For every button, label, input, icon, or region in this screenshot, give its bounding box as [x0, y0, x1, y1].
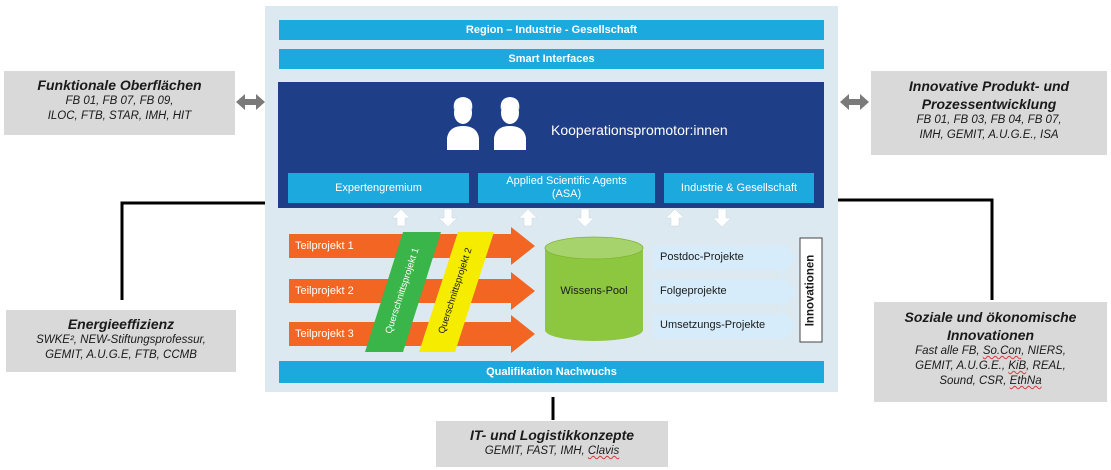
connector-left — [120, 201, 265, 300]
teilprojekt-arrow-3 — [289, 315, 535, 353]
up-arrow-icon — [391, 208, 411, 227]
smart-interfaces-bar: Smart Interfaces — [279, 49, 824, 69]
querschnitt-band-1 — [365, 232, 441, 352]
funktionale-oberflaechen-box: Funktionale Oberflächen FB 01, FB 07, FB… — [4, 71, 235, 135]
box-line: Sound, CSR, EthNa — [874, 374, 1107, 389]
box-line: SWKE², NEW-Stiftungsprofessur, — [36, 334, 206, 346]
text-segment: , REAL, — [1026, 360, 1066, 372]
expert-box: Expertengremium — [288, 173, 469, 203]
smart-interfaces-label: Smart Interfaces — [508, 53, 595, 65]
industry-box: Industrie & Gesellschaft — [664, 173, 814, 203]
box-line: GEMIT, A.U.G.E, FTB, CCMB — [45, 349, 197, 361]
expert-box-label: Expertengremium — [335, 181, 422, 194]
output-label-2: Folgeprojekte — [660, 285, 727, 297]
innovationen-box — [799, 237, 823, 343]
output-arrow-1 — [653, 241, 796, 275]
box-title: Soziale und ökonomische — [904, 309, 1077, 325]
connector-right — [838, 198, 994, 300]
double-arrow-icon — [236, 94, 265, 110]
innovationen-label: Innovationen — [804, 254, 817, 327]
industry-box-label: Industrie & Gesellschaft — [680, 181, 798, 194]
box-title: Innovative Produkt- und — [908, 78, 1070, 94]
box-line: FB 01, FB 03, FB 04, FB 07, — [916, 114, 1062, 126]
box-line: IMH, GEMIT, A.U.G.E., ISA — [919, 129, 1059, 141]
soziale-innovationen-box: Soziale und ökonomische Innovationen Fas… — [874, 302, 1107, 402]
connector-lines — [120, 198, 994, 420]
box-line: GEMIT, A.U.G.E., KiB, REAL, — [874, 359, 1107, 374]
text-segment: Clavis — [587, 445, 620, 457]
asa-box: Applied Scientific Agents (ASA) — [478, 173, 655, 203]
output-arrow-2 — [653, 275, 796, 309]
text-segment: Sound, CSR, — [939, 375, 1010, 387]
box-title: Innovationen — [946, 327, 1035, 343]
text-segment: , NIERS, — [1021, 345, 1066, 357]
box-title: Funktionale Oberflächen — [37, 77, 202, 93]
teilprojekt-label-1: Teilprojekt 1 — [295, 240, 354, 252]
box-title: IT- und Logistikkonzepte — [469, 427, 635, 443]
box-line: Fast alle FB, So.Con, NIERS, — [874, 344, 1107, 359]
wissens-pool-label: Wissens-Pool — [560, 285, 628, 297]
box-line: GEMIT, FAST, IMH, Clavis — [436, 444, 668, 459]
it-logistik-box: IT- und Logistikkonzepte GEMIT, FAST, IM… — [436, 421, 668, 467]
box-line: ILOC, FTB, STAR, IMH, HIT — [47, 110, 192, 122]
querschnitt-band-2 — [419, 232, 494, 352]
output-label-3: Umsetzungs-Projekte — [660, 319, 766, 331]
qualifikation-label: Qualifikation Nachwuchs — [486, 366, 617, 378]
region-bar-label: Region – Industrie - Gesellschaft — [465, 24, 638, 36]
teilprojekt-label-3: Teilprojekt 3 — [295, 328, 354, 340]
output-arrow-3 — [653, 309, 796, 343]
down-arrow-icon — [575, 208, 595, 228]
region-bar: Region – Industrie - Gesellschaft — [279, 20, 824, 40]
up-arrow-icon — [518, 208, 538, 227]
energieeffizienz-box: Energieeffizienz SWKE², NEW-Stiftungspro… — [6, 310, 236, 372]
box-title: Energieeffizienz — [67, 316, 175, 332]
teilprojekt-label-2: Teilprojekt 2 — [295, 285, 354, 297]
text-segment: KiB — [1008, 360, 1027, 372]
output-label-1: Postdoc-Projekte — [660, 251, 744, 263]
wissens-pool-cylinder — [544, 236, 644, 341]
text-segment: EthNa — [1009, 375, 1042, 387]
asa-box-label: Applied Scientific Agents (ASA) — [506, 175, 627, 200]
down-arrow-icon — [712, 208, 732, 228]
down-arrow-icon — [438, 208, 458, 228]
text-segment: GEMIT, FAST, IMH, — [484, 445, 588, 457]
double-arrow-icon — [840, 94, 869, 110]
text-segment: GEMIT, A.U.G.E., — [915, 360, 1009, 372]
box-line: FB 01, FB 07, FB 09, — [65, 95, 174, 107]
innovative-produkt-box: Innovative Produkt- und Prozessentwicklu… — [871, 71, 1107, 155]
text-segment: So.Con — [982, 345, 1022, 357]
box-title: Prozessentwicklung — [921, 96, 1057, 112]
up-arrow-icon — [665, 208, 685, 227]
cooperation-title: Kooperationspromotor:innen — [551, 122, 728, 138]
text-segment: Fast alle FB, — [915, 345, 983, 357]
qualifikation-bar: Qualifikation Nachwuchs — [279, 361, 824, 383]
